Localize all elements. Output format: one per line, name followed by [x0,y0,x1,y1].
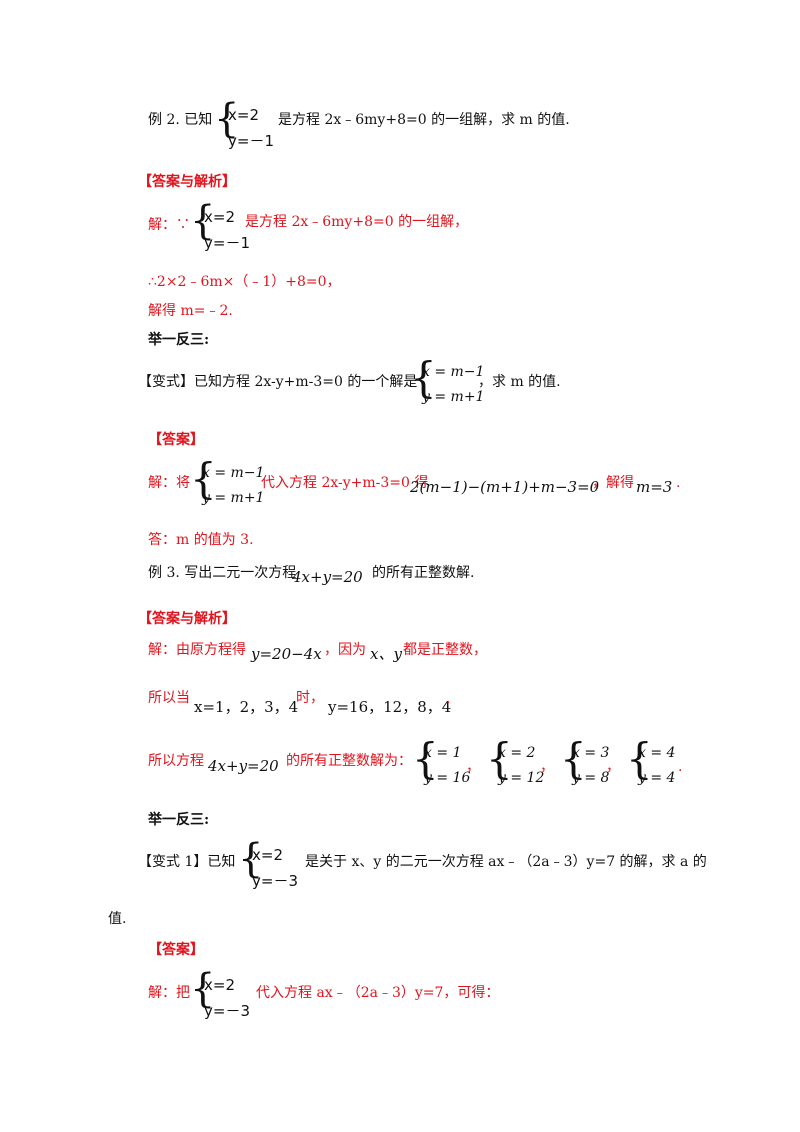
analysis-line-2-x-values: x=1，2，3，4 [194,698,299,716]
example-2-prefix: 例 2. 已知 [148,112,213,128]
example-2-suffix: 是方程 2x﹣6my+8=0 的一组解，求 m 的值. [278,112,570,128]
variant-prefix: 【变式】已知方程 2x-y+m-3=0 的一个解是 [138,374,418,390]
solution-x: x = 1 [424,745,462,761]
answer-prefix: 解：将 [148,475,190,491]
variant-suffix: ，求 m 的值. [478,374,561,390]
solution-y: y = 16 [424,770,471,786]
answer-2-system: { x=2 y=－3 [190,966,250,1020]
practice-header-2: 举一反三: [148,812,210,828]
analysis-line-1-suffix: 都是正整数， [403,642,487,658]
solution-x: x = 4 [638,745,676,761]
variant-system: { x = m−1 y = m+1 [410,353,485,405]
answer-header: 【答案】 [148,432,204,448]
solution-separator: ， [466,759,480,775]
example-3-equation: 4x+y=20 [292,568,363,586]
answer-conclusion: 答：m 的值为 3. [148,532,254,548]
equation-x: x=2 [252,846,283,864]
answer-system: { x = m−1 y = m+1 [190,454,265,506]
answer-header-2: 【答案】 [148,942,204,958]
solution-system-4: { x = 4 y = 4 [626,734,676,786]
equation-x: x = m−1 [202,465,265,481]
analysis-line-2-y-values: y=16，12，8，4 [328,698,452,716]
solution-line-1-suffix: 是方程 2x﹣6my+8=0 的一组解， [245,214,469,230]
solution-system: { x=2 y=－1 [190,198,250,252]
solution-y: y = 4 [638,770,676,786]
answer-end: · [676,479,681,495]
answer-analysis-header-2: 【答案与解析】 [138,611,236,627]
solution-separator: ， [606,759,620,775]
equation-x: x = m−1 [422,364,485,380]
answer-analysis-header: 【答案与解析】 [138,174,236,190]
equation-y: y=－3 [204,1002,250,1020]
equation-x: x=2 [228,106,259,124]
solution-x: x = 2 [498,745,536,761]
analysis-line-2-end: · [446,695,451,711]
equation-x: x=2 [204,208,235,226]
equation-y: y=－3 [252,872,298,890]
analysis-line-1-prefix: 解：由原方程得 [148,642,246,658]
equation-y: y = m+1 [422,389,485,405]
analysis-line-1-equation: y=20−4x [251,645,322,663]
solution-y: y = 12 [498,770,545,786]
solution-line-2: ∴2×2﹣6m×（﹣1）+8=0， [148,274,341,290]
example-3-suffix: 的所有正整数解. [372,565,475,581]
solution-x: x = 3 [572,745,610,761]
answer-2-prefix: 解：把 [148,985,190,1001]
answer-result: m=3 [636,478,673,496]
variant-1-suffix: 是关于 x、y 的二元一次方程 ax﹣（2a﹣3）y=7 的解，求 a 的 [305,854,707,870]
analysis-line-1-mid: ，因为 [324,642,366,658]
solution-y: y = 8 [572,770,610,786]
variant-1-system: { x=2 y=－3 [238,836,298,890]
solution-end: . [678,759,683,775]
solution-system-2: { x = 2 y = 12 [486,734,545,786]
equation-y: y = m+1 [202,490,265,506]
example-2-system: { x=2 y=－1 [214,96,274,150]
variant-1-continuation: 值. [108,911,127,927]
solution-separator: ， [540,759,554,775]
solution-system-3: { x = 3 y = 8 [560,734,610,786]
answer-equation: 2(m−1)−(m+1)+m−3=0 [410,478,600,496]
analysis-line-2-prefix: 所以当 [148,690,190,706]
practice-header: 举一反三: [148,332,210,348]
analysis-line-1-xy: x、y [370,645,402,663]
solution-line-1-prefix: 解：∵ [148,217,190,233]
answer-2-suffix: 代入方程 ax﹣（2a﹣3）y=7，可得： [256,985,500,1001]
solution-system-1: { x = 1 y = 16 [412,734,471,786]
solution-line-3: 解得 m=﹣2. [148,303,233,319]
answer-mid: 代入方程 2x-y+m-3=0 得 [261,475,429,491]
analysis-line-3-mid: 的所有正整数解为： [286,753,412,769]
analysis-line-3-equation: 4x+y=20 [208,757,279,775]
answer-mid2: ，解得 [592,475,634,491]
equation-y: y=－1 [228,132,274,150]
example-3-prefix: 例 3. 写出二元一次方程 [148,565,297,581]
variant-1-prefix: 【变式 1】已知 [138,854,236,870]
analysis-line-3-prefix: 所以方程 [148,753,204,769]
equation-x: x=2 [204,976,235,994]
equation-y: y=－1 [204,234,250,252]
analysis-line-2-mid: 时， [296,690,324,706]
